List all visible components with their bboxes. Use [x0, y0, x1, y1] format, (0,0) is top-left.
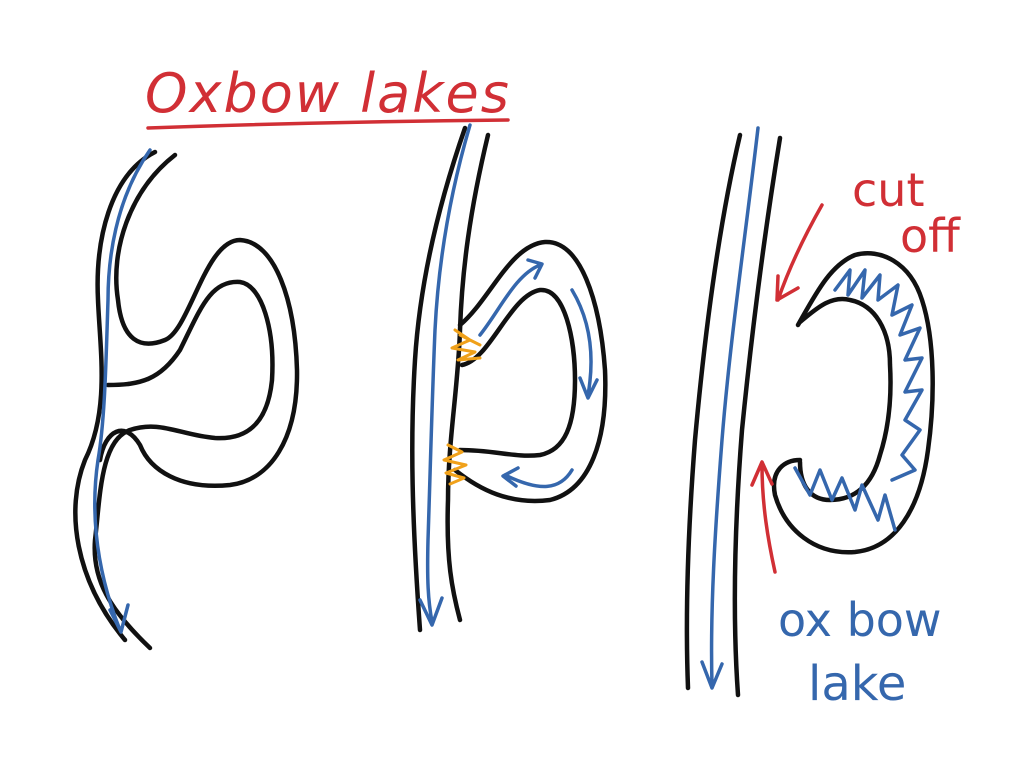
stage-2-loop-flow-right	[570, 288, 599, 400]
stage-3-right-bank	[732, 135, 783, 698]
oxbow-lake-arrow	[750, 460, 777, 574]
stage-3-lake-fill	[793, 268, 924, 532]
stage-1-outer-bank	[73, 149, 158, 643]
stage-1-inner-bank-top	[97, 152, 300, 489]
cut-off-arrow	[775, 203, 824, 302]
stage-2-left-bank	[410, 125, 468, 633]
stage-2-deposition-bottom	[442, 443, 468, 486]
stage-2-loop-flow-bottom	[501, 466, 574, 489]
stage-3-main-flow	[700, 126, 760, 690]
oxbow-lake-label-line2: lake	[808, 656, 906, 712]
stage-1-inner-bank-bottom	[92, 279, 275, 651]
diagram-title: Oxbow lakes	[145, 62, 511, 125]
stage-2-loop-outer	[452, 239, 608, 504]
stage-1-flow-arrow	[93, 148, 152, 634]
stage-1-meander	[73, 148, 300, 651]
stage-3-oxbow-formed	[684, 126, 935, 698]
stage-2-flow-arrow	[418, 123, 472, 627]
oxbow-lake-label-line1: ox bow	[778, 593, 942, 647]
stage-2-deposition-top	[450, 328, 482, 362]
stage-2-right-bank	[445, 132, 491, 623]
cut-off-label-line2: off	[900, 209, 961, 263]
stage-3-left-bank	[684, 132, 743, 691]
stage-3-lake-outer	[771, 251, 935, 555]
stage-2-loop-inner	[457, 287, 578, 458]
stage-3-lake-inner	[797, 296, 893, 503]
cut-off-label-line1: cut	[852, 163, 924, 217]
stage-2-neck-narrowing	[410, 123, 608, 633]
title-underline	[146, 118, 510, 130]
stage-2-loop-flow-top	[478, 258, 544, 337]
